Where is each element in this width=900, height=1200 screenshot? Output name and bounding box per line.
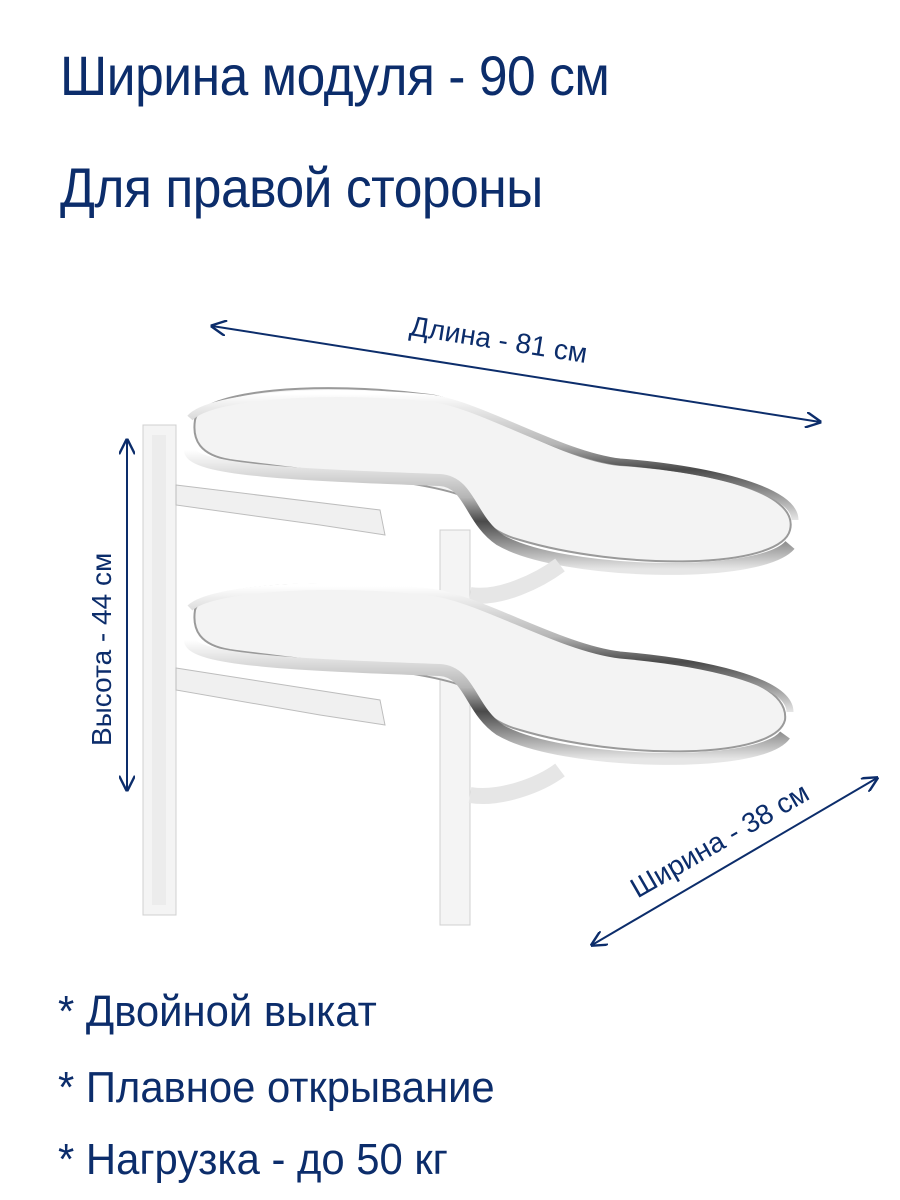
top-basket (184, 387, 799, 575)
side-heading: Для правой стороны (60, 156, 543, 219)
feature-double-pullout: * Двойной выкат (58, 987, 377, 1036)
feature-load-capacity: * Нагрузка - до 50 кг (58, 1135, 448, 1184)
module-width-heading: Ширина модуля - 90 см (60, 44, 610, 107)
width-arrow (592, 778, 877, 945)
left-mounting-rail (142, 424, 177, 916)
bottom-basket (184, 582, 794, 765)
bottom-swing-arm (175, 667, 386, 726)
top-swing-arm (175, 484, 386, 536)
length-arrow (212, 326, 820, 422)
height-label: Высота - 44 см (86, 552, 117, 746)
feature-soft-opening: * Плавное открывание (58, 1063, 495, 1112)
right-mounting-post (439, 529, 471, 926)
